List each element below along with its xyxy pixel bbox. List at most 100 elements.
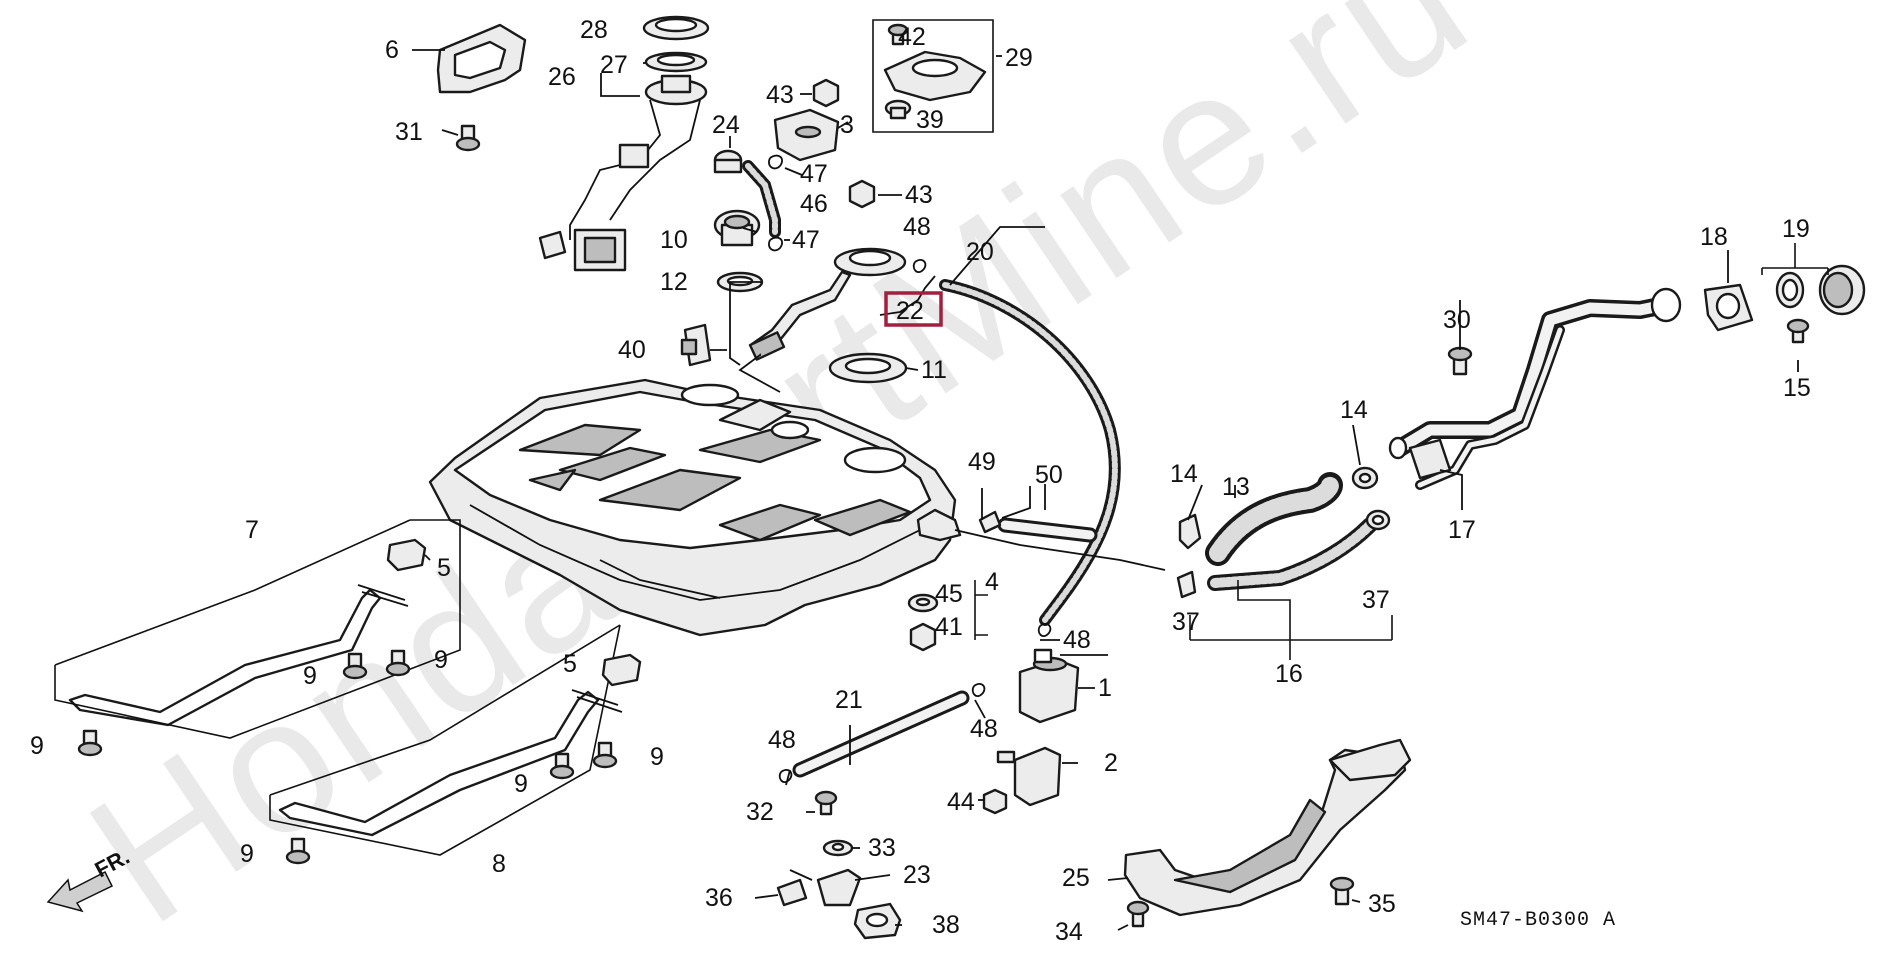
callout-41[interactable]: 41 [935, 613, 963, 641]
callout-49[interactable]: 49 [968, 448, 996, 476]
washer-33[interactable] [822, 839, 854, 857]
callout-42[interactable]: 42 [898, 23, 926, 51]
callout-50[interactable]: 50 [1035, 461, 1063, 489]
callout-4[interactable]: 4 [985, 568, 999, 596]
callout-43a[interactable]: 43 [766, 81, 794, 109]
callout-19[interactable]: 19 [1782, 215, 1810, 243]
bracket-6[interactable] [436, 23, 527, 94]
fuel-cap-19[interactable] [1775, 264, 1866, 316]
clamp-14a[interactable] [1178, 513, 1202, 550]
callout-40[interactable]: 40 [618, 336, 646, 364]
callout-14b[interactable]: 14 [1340, 396, 1368, 424]
hose-20[interactable] [939, 279, 1121, 626]
callout-5b[interactable]: 5 [563, 650, 577, 678]
strap-clip-5b[interactable] [601, 653, 642, 687]
filler-pipe-17[interactable] [1388, 287, 1682, 490]
clamp-38[interactable] [853, 902, 902, 940]
fuel-gauge-unit-26[interactable] [538, 74, 708, 272]
callout-47b[interactable]: 47 [792, 226, 820, 254]
callout-21[interactable]: 21 [835, 686, 863, 714]
clip-48-pump[interactable] [912, 258, 927, 274]
callout-37a[interactable]: 37 [1172, 608, 1200, 636]
callout-48d[interactable]: 48 [768, 726, 796, 754]
callout-7[interactable]: 7 [245, 516, 259, 544]
nut-43a[interactable] [812, 78, 840, 108]
cap-24[interactable] [713, 149, 743, 174]
callout-48b[interactable]: 48 [1063, 626, 1091, 654]
bolt-35[interactable] [1329, 876, 1355, 906]
clip-49[interactable] [978, 510, 1002, 534]
fuel-pump-assembly-22[interactable] [748, 247, 907, 361]
hose-16[interactable] [1207, 517, 1378, 591]
bolt-31[interactable] [455, 124, 481, 152]
pipe-50[interactable] [997, 517, 1098, 543]
callout-18[interactable]: 18 [1700, 223, 1728, 251]
bolt-32[interactable] [814, 790, 838, 816]
callout-20[interactable]: 20 [966, 238, 994, 266]
washer-45[interactable] [907, 593, 939, 613]
callout-16[interactable]: 16 [1275, 660, 1303, 688]
clip-36[interactable] [776, 878, 808, 907]
callout-9e[interactable]: 9 [514, 770, 528, 798]
callout-24[interactable]: 24 [712, 111, 740, 139]
tank-strap-8[interactable] [278, 689, 623, 837]
nut-44[interactable] [982, 788, 1008, 815]
nut-43b[interactable] [848, 179, 876, 209]
clamp-14b[interactable] [1351, 466, 1379, 490]
callout-9b[interactable]: 9 [434, 646, 448, 674]
filler-base-18[interactable] [1703, 283, 1754, 332]
callout-47a[interactable]: 47 [800, 160, 828, 188]
clamp-47a[interactable] [768, 154, 783, 170]
callout-31[interactable]: 31 [395, 118, 423, 146]
callout-9a[interactable]: 9 [303, 662, 317, 690]
fuel-tank[interactable] [428, 378, 957, 637]
callout-5a[interactable]: 5 [437, 554, 451, 582]
callout-28[interactable]: 28 [580, 16, 608, 44]
callout-15[interactable]: 15 [1783, 374, 1811, 402]
ring-27[interactable] [644, 51, 708, 73]
callout-34[interactable]: 34 [1055, 918, 1083, 946]
callout-44[interactable]: 44 [947, 788, 975, 816]
clamp-37a[interactable] [1176, 570, 1197, 599]
clip-48c[interactable] [778, 768, 793, 784]
callout-48a[interactable]: 48 [903, 213, 931, 241]
callout-29[interactable]: 29 [1005, 44, 1033, 72]
clamp-47b[interactable] [768, 236, 783, 252]
strap-clip-5a[interactable] [386, 538, 431, 572]
callout-9d[interactable]: 9 [650, 743, 664, 771]
nut-41[interactable] [909, 622, 937, 652]
cover-kit-box-29[interactable] [872, 19, 994, 133]
joint-4[interactable] [916, 508, 1166, 571]
valve-10[interactable] [713, 209, 761, 247]
callout-36[interactable]: 36 [705, 884, 733, 912]
callout-27[interactable]: 27 [600, 51, 628, 79]
tank-strap-7[interactable] [68, 584, 409, 727]
callout-45[interactable]: 45 [935, 580, 963, 608]
callout-37b[interactable]: 37 [1362, 586, 1390, 614]
callout-32[interactable]: 32 [746, 798, 774, 826]
callout-38[interactable]: 38 [932, 911, 960, 939]
callout-30[interactable]: 30 [1443, 306, 1471, 334]
screw-15[interactable] [1786, 318, 1810, 344]
callout-46[interactable]: 46 [800, 190, 828, 218]
callout-22[interactable]: 22 [896, 297, 924, 325]
callout-48c[interactable]: 48 [970, 715, 998, 743]
callout-2[interactable]: 2 [1104, 749, 1118, 777]
callout-3[interactable]: 3 [840, 111, 854, 139]
clip-48-lower[interactable] [1037, 622, 1052, 638]
callout-17[interactable]: 17 [1448, 516, 1476, 544]
skid-plate-25[interactable] [1123, 738, 1412, 917]
lock-ring-11[interactable] [828, 352, 908, 384]
callout-9f[interactable]: 9 [240, 840, 254, 868]
callout-14a[interactable]: 14 [1170, 460, 1198, 488]
callout-23[interactable]: 23 [903, 861, 931, 889]
callout-39[interactable]: 39 [916, 106, 944, 134]
clip-48d[interactable] [971, 682, 986, 698]
hose-13[interactable] [1205, 472, 1343, 566]
hose-46[interactable] [742, 160, 781, 238]
callout-13[interactable]: 13 [1222, 473, 1250, 501]
bolt-9-group[interactable] [77, 649, 618, 865]
bolt-30[interactable] [1447, 346, 1473, 376]
clamp-37b[interactable] [1365, 509, 1391, 531]
bracket-23[interactable] [789, 868, 862, 907]
